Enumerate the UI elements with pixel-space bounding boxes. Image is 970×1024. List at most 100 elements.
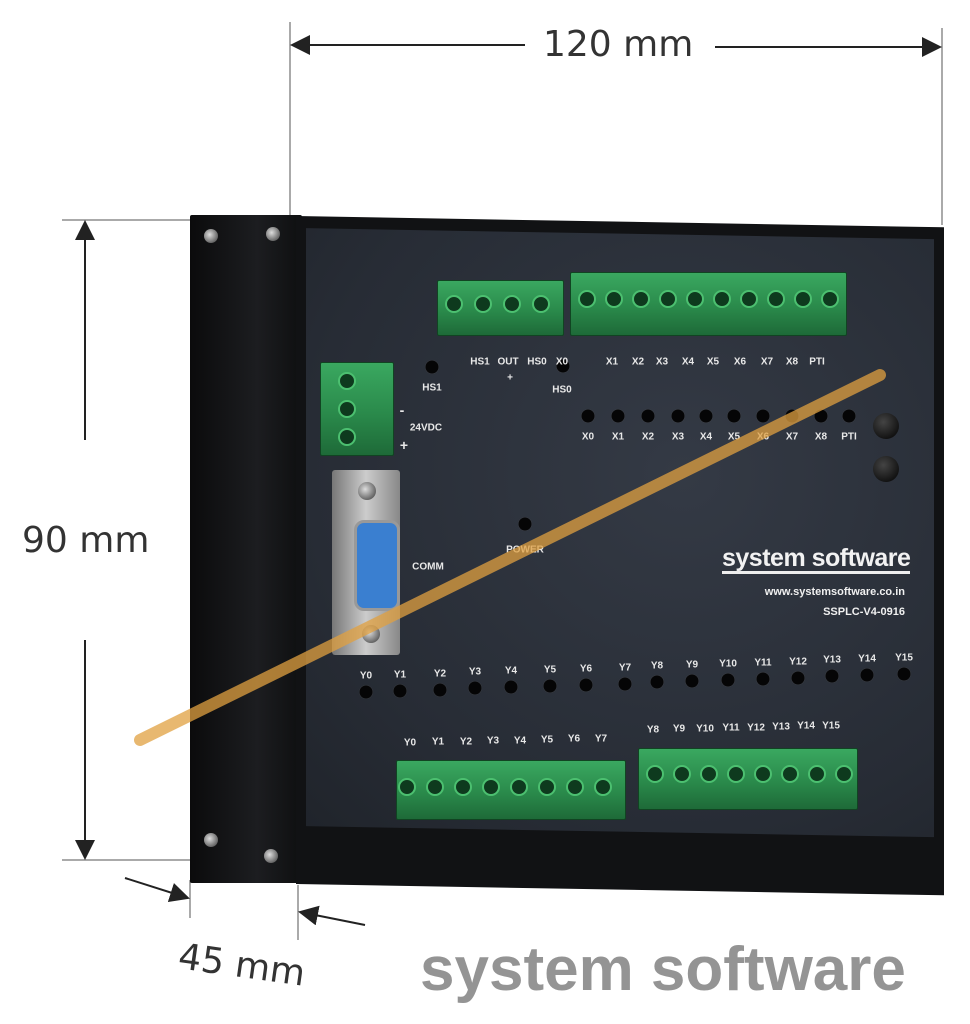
output-led-label: Y6 [579, 663, 593, 675]
output-led [543, 679, 557, 693]
output-led [579, 678, 593, 692]
output-led [897, 667, 911, 681]
output-led-label: Y14 [858, 653, 876, 665]
input-led [699, 409, 713, 423]
top-terminal-label: X0 [555, 356, 569, 368]
push-button-2[interactable] [873, 456, 899, 482]
power-voltage-label: 24VDC [409, 422, 443, 434]
terminal-screw-icon [398, 778, 416, 796]
height-dimension-label: 90 mm [22, 520, 150, 561]
model-number: SSPLC-V4-0916 [823, 606, 905, 618]
terminal-screw-icon [454, 778, 472, 796]
top-terminal-label: X5 [706, 356, 720, 368]
top-terminal-label: HS0 [527, 356, 547, 368]
input-led [842, 409, 856, 423]
bottom-terminal-label: Y15 [822, 720, 840, 732]
terminal-screw-icon [673, 765, 691, 783]
width-dimension-label: 120 mm [543, 24, 694, 65]
power-led-label: POWER [506, 544, 544, 556]
input-led-label: X0 [581, 431, 595, 443]
terminal-screw-icon [503, 295, 521, 313]
output-led-label: Y9 [685, 659, 699, 671]
output-led-label: Y4 [504, 665, 518, 677]
bottom-terminal-label: Y6 [567, 733, 581, 745]
output-led-label: Y7 [618, 662, 632, 674]
power-plus-label: + [399, 437, 409, 453]
input-led [727, 409, 741, 423]
terminal-screw-icon [659, 290, 677, 308]
output-led [650, 675, 664, 689]
input-led [641, 409, 655, 423]
top-terminal-label: X4 [681, 356, 695, 368]
terminal-screw-icon [566, 778, 584, 796]
bottom-terminal-label: Y1 [431, 736, 445, 748]
terminal-screw-icon [835, 765, 853, 783]
terminal-block-power [320, 362, 394, 456]
output-led-label: Y13 [823, 654, 841, 666]
output-led [618, 677, 632, 691]
top-terminal-label: X7 [760, 356, 774, 368]
bottom-terminal-label: Y0 [403, 737, 417, 749]
screw-icon [204, 833, 218, 847]
screw-icon [266, 227, 280, 241]
push-button-1[interactable] [873, 413, 899, 439]
watermark-text: system software [420, 935, 906, 1004]
db9-comm-port[interactable] [332, 470, 400, 655]
terminal-screw-icon [632, 290, 650, 308]
top-terminal-label: X1 [605, 356, 619, 368]
input-led-label: X8 [814, 431, 828, 443]
depth-arrow [124, 877, 190, 903]
output-led [756, 672, 770, 686]
hs1-led [425, 360, 439, 374]
bottom-terminal-label: Y12 [747, 722, 765, 734]
input-led-label: X6 [756, 431, 770, 443]
out-plus-label: + [507, 372, 513, 384]
terminal-screw-icon [510, 778, 528, 796]
bottom-terminal-label: Y9 [672, 723, 686, 735]
terminal-screw-icon [686, 290, 704, 308]
terminal-screw-icon [474, 295, 492, 313]
top-terminal-label: X6 [733, 356, 747, 368]
terminal-screw-icon [538, 778, 556, 796]
top-terminal-label: X2 [631, 356, 645, 368]
output-led [860, 668, 874, 682]
output-led [393, 684, 407, 698]
output-led [433, 683, 447, 697]
input-led-label: X7 [785, 431, 799, 443]
output-led-label: Y1 [393, 669, 407, 681]
input-led-label: X4 [699, 431, 713, 443]
output-led-label: Y10 [719, 658, 737, 670]
brand-logo: system software [722, 544, 911, 574]
input-led [611, 409, 625, 423]
db9-connector-face [354, 520, 400, 611]
input-led-label: X5 [727, 431, 741, 443]
output-led [791, 671, 805, 685]
output-led [359, 685, 373, 699]
input-led-label: X3 [671, 431, 685, 443]
input-led [785, 409, 799, 423]
terminal-screw-icon [727, 765, 745, 783]
terminal-screw-icon [713, 290, 731, 308]
website-text: www.systemsoftware.co.in [764, 586, 905, 598]
screw-icon [362, 625, 380, 643]
screw-icon [358, 482, 376, 500]
power-minus-label: - [399, 402, 405, 418]
output-led-label: Y15 [895, 652, 913, 664]
screw-icon [204, 229, 218, 243]
output-led [504, 680, 518, 694]
terminal-screw-icon [794, 290, 812, 308]
input-led [671, 409, 685, 423]
bottom-terminal-label: Y14 [797, 720, 815, 732]
terminal-screw-icon [754, 765, 772, 783]
top-terminal-label: PTI [809, 356, 825, 368]
bottom-terminal-label: Y8 [646, 724, 660, 736]
terminal-screw-icon [605, 290, 623, 308]
power-led [518, 517, 532, 531]
bottom-terminal-label: Y10 [696, 723, 714, 735]
input-led-label: X1 [611, 431, 625, 443]
terminal-screw-icon [426, 778, 444, 796]
terminal-screw-icon [700, 765, 718, 783]
terminal-screw-icon [338, 400, 356, 418]
